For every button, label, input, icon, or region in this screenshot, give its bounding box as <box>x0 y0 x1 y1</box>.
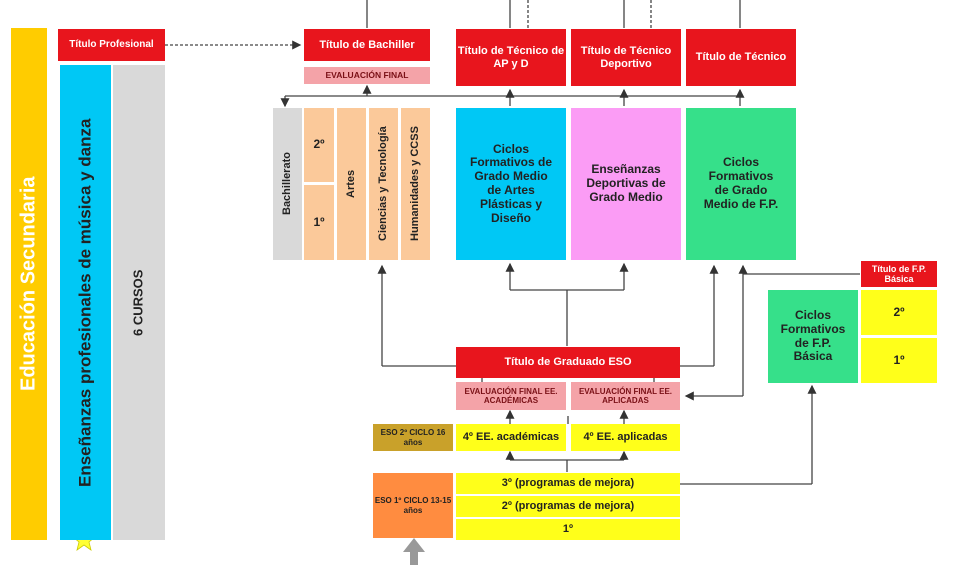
musica-danza-label: Enseñanzas profesionales de música y dan… <box>75 118 95 487</box>
bachillerato-year-1: 1º <box>304 185 334 260</box>
entry-arrow-icon <box>403 538 425 565</box>
titulo-tecnico-deportivo: Título de Técnico Deportivo <box>571 29 681 86</box>
musica-danza-bar: Enseñanzas profesionales de música y dan… <box>60 65 111 540</box>
titulo-tecnico-ap: Título de Técnico de AP y D <box>456 29 566 86</box>
bachillerato-ciencias: Ciencias y Tecnología <box>369 108 398 260</box>
bachillerato-year-2: 2º <box>304 108 334 182</box>
ciclos-fp-basica: Ciclos Formativos de F.P. Básica <box>768 290 858 383</box>
cuarto-aplicadas: 4º EE. aplicadas <box>571 424 680 451</box>
titulo-bachiller: Título de Bachiller <box>304 29 430 61</box>
evaluacion-final-academicas: EVALUACIÓN FINAL EE. ACADÉMICAS <box>456 382 566 410</box>
cuarto-academicas: 4º EE. académicas <box>456 424 566 451</box>
evaluacion-final-bachiller: EVALUACIÓN FINAL <box>304 67 430 84</box>
eso-segundo-ciclo: ESO 2º CICLO 16 años <box>373 424 453 451</box>
segundo-programas-mejora: 2º (programas de mejora) <box>456 496 680 517</box>
cursos-bar: 6 CURSOS <box>113 65 165 540</box>
titulo-tecnico: Título de Técnico <box>686 29 796 86</box>
ensenanzas-deportivas: Enseñanzas Deportivas de Grado Medio <box>571 108 681 260</box>
titulo-graduado-eso: Título de Graduado ESO <box>456 347 680 378</box>
fp-basica-year-1: 1º <box>861 338 937 383</box>
eso-primer-ciclo: ESO 1º CICLO 13-15 años <box>373 473 453 538</box>
bachillerato-artes: Artes <box>337 108 366 260</box>
ciclos-artes-plasticas: Ciclos Formativos de Grado Medio de Arte… <box>456 108 566 260</box>
ciclos-fp-grado-medio: Ciclos Formativos de Grado Medio de F.P. <box>686 108 796 260</box>
titulo-fp-basica: Título de F.P. Básica <box>861 261 937 287</box>
fp-basica-year-2: 2º <box>861 290 937 335</box>
titulo-profesional: Título Profesional <box>58 29 165 61</box>
educacion-secundaria-bar: Educación Secundaria <box>11 28 47 540</box>
bachillerato-humanidades: Humanidades y CCSS <box>401 108 430 260</box>
tercero-programas-mejora: 3º (programas de mejora) <box>456 473 680 494</box>
bachillerato-label-box: Bachillerato <box>273 108 302 260</box>
cursos-label: 6 CURSOS <box>130 269 146 336</box>
primero-eso: 1º <box>456 519 680 540</box>
evaluacion-final-aplicadas: EVALUACIÓN FINAL EE. APLICADAS <box>571 382 680 410</box>
educacion-secundaria-label: Educación Secundaria <box>17 176 40 392</box>
